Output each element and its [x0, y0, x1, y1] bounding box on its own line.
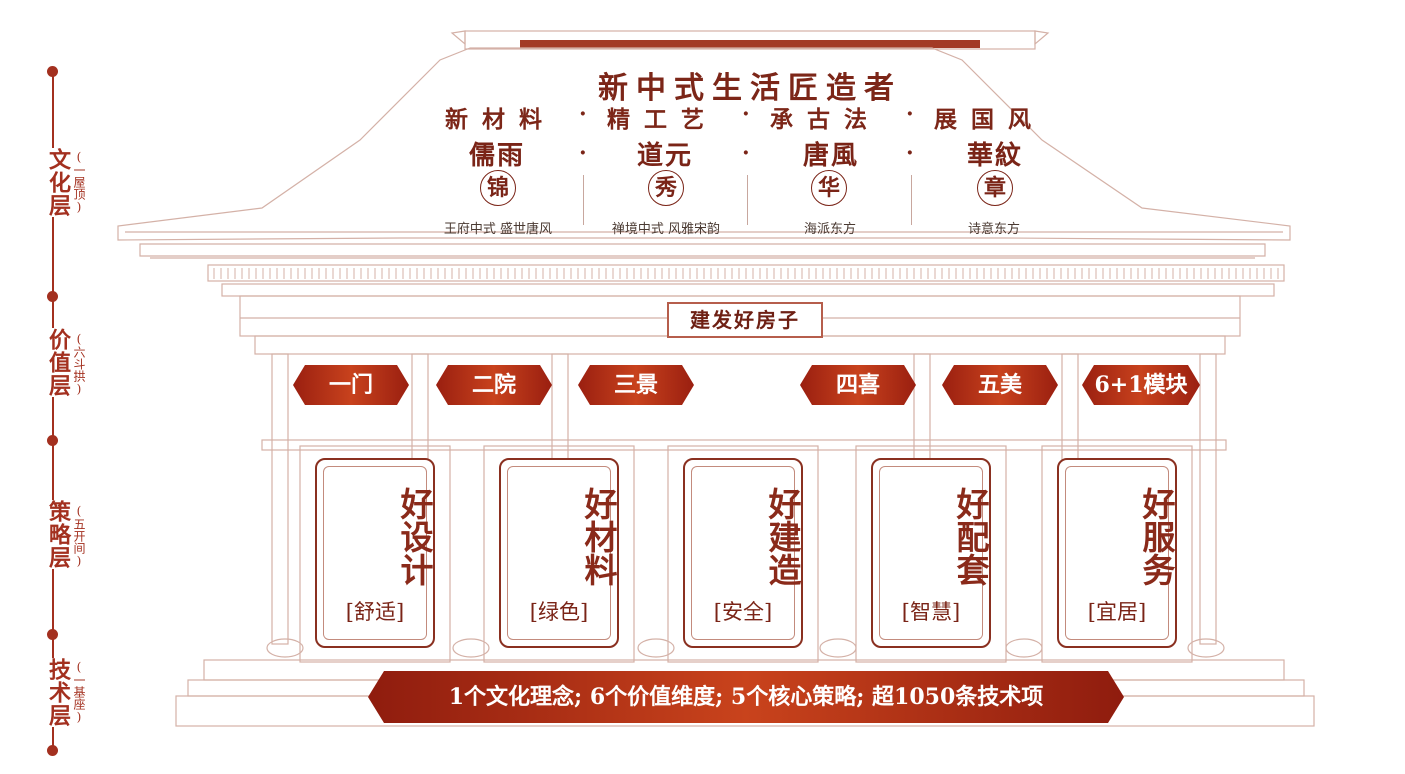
strategy-title: 好建造 — [763, 486, 802, 586]
style-caption-1: 王府中式 盛世唐风 — [443, 222, 553, 237]
roof-subtitle-item: 承古法 — [770, 106, 881, 133]
panel-inner-frame — [879, 466, 983, 640]
style-seal-1: 锦 — [480, 170, 516, 206]
strategy-panel-2: 好材料 [绿色] — [499, 458, 619, 648]
style-separator-dot: · — [579, 140, 587, 166]
strategy-tag: [舒适] — [345, 600, 405, 624]
style-separator-dot: · — [742, 140, 750, 166]
layer-axis-dot — [47, 291, 58, 302]
roof-subtitle-item: 精工艺 — [607, 106, 718, 133]
style-calligraphy-4: 華紋 — [966, 141, 1023, 171]
layer-axis-line — [52, 72, 54, 748]
roof-subtitle-separator: · — [906, 101, 914, 127]
strategy-panel-5: 好服务 [宜居] — [1057, 458, 1177, 648]
layer-axis-dot — [47, 629, 58, 640]
value-badge-4: 四喜 — [800, 365, 916, 405]
layer-axis-dot — [47, 745, 58, 756]
plaque-sign: 建发好房子 — [667, 302, 823, 338]
style-seal-3: 华 — [811, 170, 847, 206]
style-seal-4: 章 — [977, 170, 1013, 206]
panel-inner-frame — [323, 466, 427, 640]
layer-label-strategy: 策略层 — [40, 500, 71, 569]
value-badge-1: 一门 — [293, 365, 409, 405]
value-badge-5: 五美 — [942, 365, 1058, 405]
roof-divider — [747, 175, 748, 225]
roof-subtitle-separator: · — [579, 101, 587, 127]
strategy-tag: [绿色] — [529, 600, 589, 624]
style-calligraphy-2: 道元 — [636, 141, 693, 171]
strategy-title: 好材料 — [579, 486, 618, 586]
panel-inner-frame — [691, 466, 795, 640]
roof-divider — [583, 175, 584, 225]
strategy-title: 好配套 — [951, 486, 990, 586]
strategy-tag: [宜居] — [1087, 600, 1147, 624]
layer-sub-tech: (一基座) — [72, 660, 86, 724]
strategy-panel-1: 好设计 [舒适] — [315, 458, 435, 648]
layer-axis-dot — [47, 435, 58, 446]
strategy-title: 好设计 — [395, 486, 434, 586]
value-badge-3: 三景 — [578, 365, 694, 405]
layer-sub-strategy: (五开间) — [72, 504, 86, 568]
style-calligraphy-1: 儒雨 — [468, 141, 525, 171]
panel-inner-frame — [1065, 466, 1169, 640]
strategy-tag: [安全] — [713, 600, 773, 624]
base-ribbon: 1个文化理念; 6个价值维度; 5个核心策略; 超1050条技术项 — [368, 671, 1124, 723]
strategy-panel-4: 好配套 [智慧] — [871, 458, 991, 648]
style-calligraphy-3: 唐風 — [802, 141, 859, 171]
style-caption-2: 禅境中式 风雅宋韵 — [611, 222, 721, 237]
strategy-panel-3: 好建造 [安全] — [683, 458, 803, 648]
style-caption-3: 海派东方 — [803, 222, 856, 237]
layer-label-culture: 文化层 — [40, 148, 71, 217]
roof-title: 新中式生活匠造者 — [598, 71, 902, 106]
roof-subtitle-separator: · — [742, 101, 750, 127]
layer-label-value: 价值层 — [40, 328, 71, 397]
strategy-tag: [智慧] — [901, 600, 961, 624]
value-badge-2: 二院 — [436, 365, 552, 405]
roof-subtitle-item: 展国风 — [934, 106, 1045, 133]
panel-inner-frame — [507, 466, 611, 640]
layer-sub-value: (六斗拱) — [72, 332, 86, 396]
roof-divider — [911, 175, 912, 225]
layer-sub-culture: (一屋顶) — [72, 150, 86, 214]
layer-label-tech: 技术层 — [40, 658, 71, 727]
style-caption-4: 诗意东方 — [967, 222, 1020, 237]
style-separator-dot: · — [906, 140, 914, 166]
strategy-title: 好服务 — [1137, 486, 1176, 586]
layer-axis-dot — [47, 66, 58, 77]
roof-subtitle-item: 新材料 — [445, 106, 556, 133]
value-badge-6: 6+1模块 — [1082, 365, 1200, 405]
style-seal-2: 秀 — [648, 170, 684, 206]
